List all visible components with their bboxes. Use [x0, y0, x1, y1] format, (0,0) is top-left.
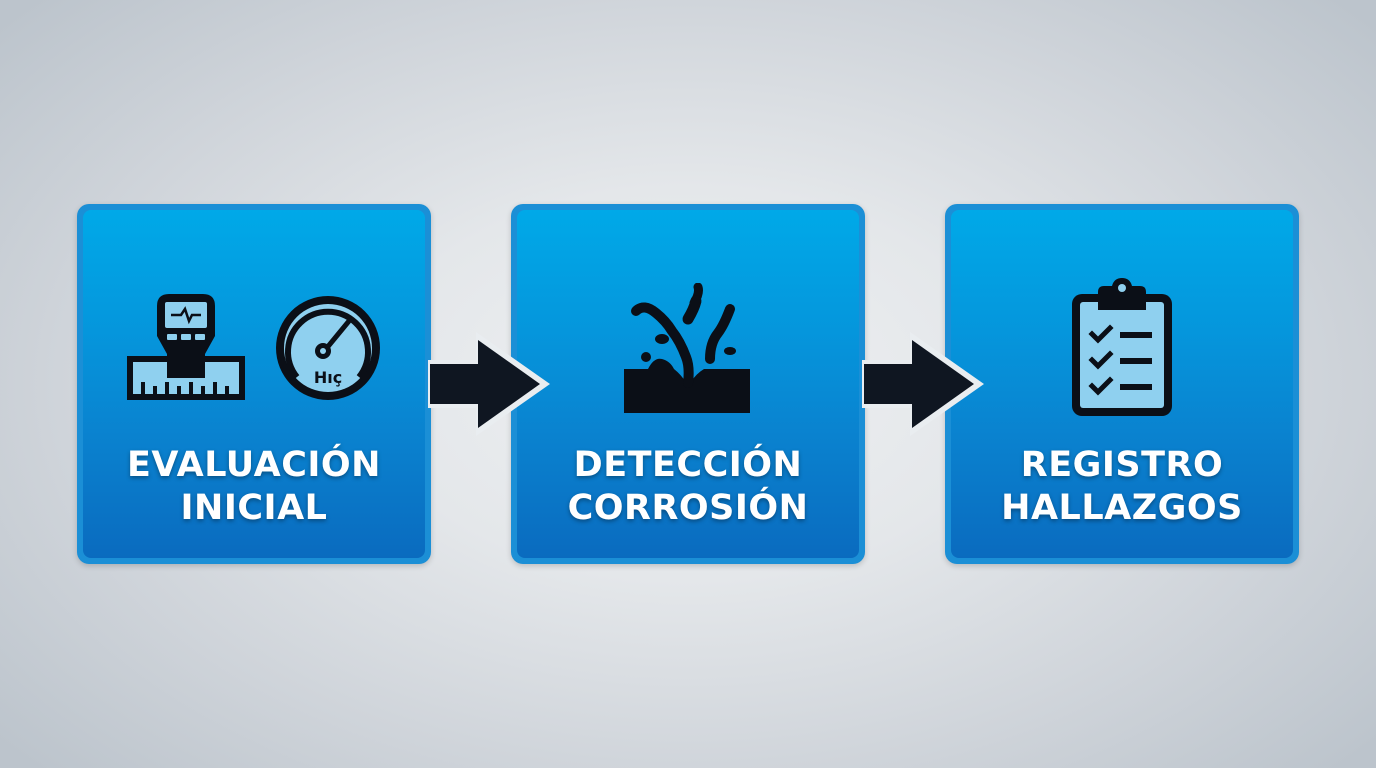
- step-label-line1: DETECCIÓN: [573, 445, 803, 485]
- hygrometer-gauge-icon: Hıç: [276, 296, 380, 400]
- step-icons: [951, 278, 1293, 418]
- gauge-text: Hıç: [314, 368, 342, 387]
- step-label-line2: CORROSIÓN: [567, 488, 809, 528]
- arrow-right-icon: [862, 332, 984, 436]
- step-label: EVALUACIÓN INICIAL: [83, 444, 425, 530]
- step-label-line2: HALLAZGOS: [1001, 488, 1243, 528]
- step-box-fill: DETECCIÓN CORROSIÓN: [517, 210, 859, 558]
- step-label-line1: REGISTRO: [1020, 445, 1224, 485]
- clipboard-checklist-icon: [1072, 278, 1172, 416]
- step-evaluacion-inicial: Hıç EVALUACIÓN INICIAL: [77, 204, 431, 564]
- step-box-fill: Hıç EVALUACIÓN INICIAL: [83, 210, 425, 558]
- step-box-fill: REGISTRO HALLAZGOS: [951, 210, 1293, 558]
- step-icons: Hıç: [83, 278, 425, 418]
- step-label-line1: EVALUACIÓN: [127, 445, 381, 485]
- corrosion-icon: [624, 283, 750, 413]
- step-label: DETECCIÓN CORROSIÓN: [517, 444, 859, 530]
- step-icons: [517, 278, 859, 418]
- step-deteccion-corrosion: DETECCIÓN CORROSIÓN: [511, 204, 865, 564]
- step-label-line2: INICIAL: [180, 488, 328, 528]
- step-registro-hallazgos: REGISTRO HALLAZGOS: [945, 204, 1299, 564]
- step-label: REGISTRO HALLAZGOS: [951, 444, 1293, 530]
- arrow-right-icon: [428, 332, 550, 436]
- thickness-gauge-icon: [127, 294, 245, 400]
